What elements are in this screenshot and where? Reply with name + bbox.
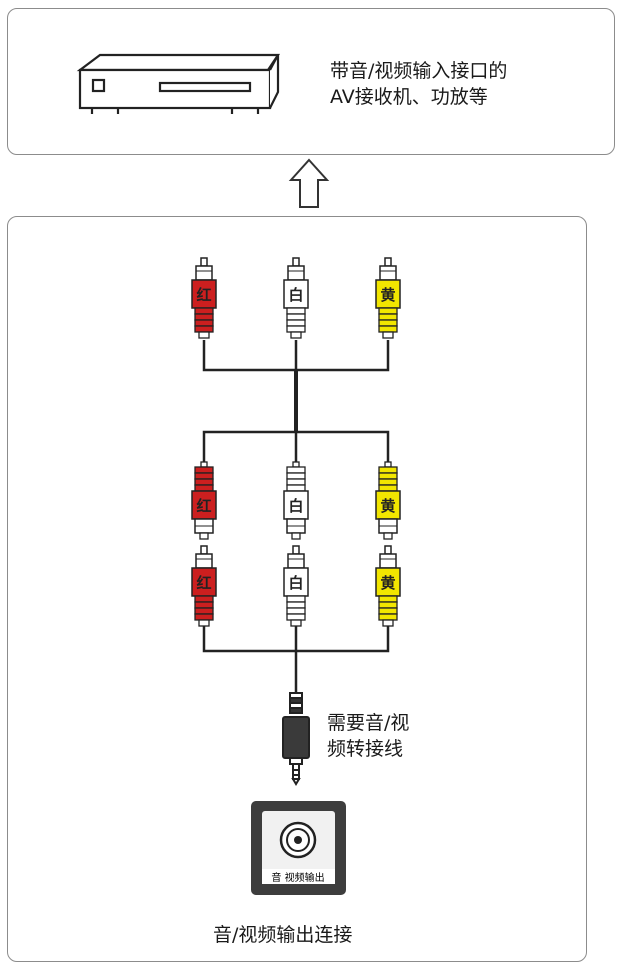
lower-plug-label-red: 红 <box>196 574 211 592</box>
top-plug-label-yellow: 黄 <box>380 286 395 304</box>
adapter-label-line1: 需要音/视 <box>327 712 410 734</box>
coupler-label-white: 白 <box>288 497 303 515</box>
lower-plug-label-yellow: 黄 <box>380 574 395 592</box>
coupler-yellow: 黄 <box>375 461 401 540</box>
port-label: 音 视频输出 <box>271 871 324 884</box>
coupler-red: 红 <box>191 461 217 540</box>
up-arrow-icon <box>288 158 330 208</box>
lower-plug-label-white: 白 <box>288 574 303 592</box>
top-plug-label-white: 白 <box>288 286 303 304</box>
lower-plug-white: 白 <box>283 545 309 627</box>
lower-plug-red: 红 <box>191 545 217 627</box>
coupler-label-yellow: 黄 <box>380 497 395 515</box>
adapter-label: 需要音/视 频转接线 <box>327 710 409 762</box>
top-plug-label-red: 红 <box>196 286 211 304</box>
top-plug-white: 白 <box>283 257 309 339</box>
coupler-white: 白 <box>283 461 309 540</box>
device-label-line1: 带音/视频输入接口的 <box>330 60 508 82</box>
av-out-port-icon: 音 视频输出 <box>251 801 346 895</box>
top-plug-red: 红 <box>191 257 217 339</box>
port-caption: 音/视频输出连接 <box>213 924 353 946</box>
adapter-label-line2: 频转接线 <box>327 738 404 760</box>
cable-wires <box>202 340 390 693</box>
adapter-plug-icon <box>282 692 310 786</box>
av-receiver-icon <box>76 53 281 114</box>
coupler-label-red: 红 <box>196 497 211 515</box>
top-plug-yellow: 黄 <box>375 257 401 339</box>
lower-plug-yellow: 黄 <box>375 545 401 627</box>
device-label-line2: AV接收机、功放等 <box>330 86 488 108</box>
device-label: 带音/视频输入接口的 AV接收机、功放等 <box>330 58 507 110</box>
